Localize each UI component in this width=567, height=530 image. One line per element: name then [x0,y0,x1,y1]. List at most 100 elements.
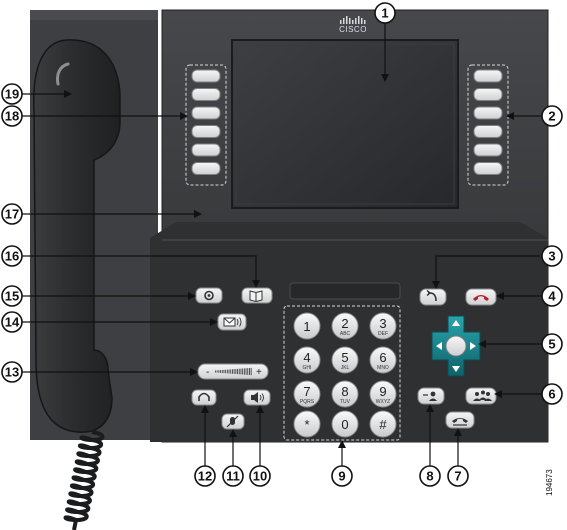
callout-number: 11 [226,469,240,484]
callout-15: 15 [1,285,23,307]
left-session-button-6[interactable] [191,162,221,175]
left-session-button-4[interactable] [191,125,221,138]
callout-10: 10 [249,465,271,487]
callout-5: 5 [541,333,563,355]
callout-number: 17 [5,207,19,222]
gear-icon [204,290,214,301]
keypad-digit: 0 [341,417,348,432]
right-session-button-4[interactable] [473,125,503,138]
left-session-button-1[interactable] [191,69,221,83]
keypad-digit: * [304,417,309,432]
contacts-button[interactable] [241,287,273,304]
keypad-digit: 3 [379,316,386,331]
right-session-button-2[interactable] [473,88,503,101]
hang-up-icon [473,295,489,301]
callout-number: 2 [548,109,555,124]
keypad-digit: 7 [303,384,310,399]
transfer-icon [430,391,436,397]
callout-6: 6 [541,383,563,405]
callout-number: 12 [198,469,212,484]
applications-button[interactable] [195,287,223,304]
callout-number: 15 [5,289,19,304]
right-session-button-1[interactable] [473,69,503,83]
callout-number: 16 [5,249,19,264]
back-button[interactable] [419,288,447,306]
callout-9: 9 [331,465,353,487]
right-session-button-6[interactable] [473,162,503,175]
nav-up-icon [452,320,460,326]
volume-minus: - [206,367,209,378]
keypad-key-1[interactable]: 1 [293,312,321,340]
headset-button[interactable] [191,389,217,406]
messages-button[interactable] [217,313,247,331]
select-button[interactable] [445,335,467,357]
callout-number: 13 [5,365,19,380]
mute-button[interactable] [221,413,245,430]
callout-1: 1 [374,2,396,24]
callout-4: 4 [541,285,563,307]
headset-icon [198,392,210,401]
keypad-key-0[interactable]: 0 [331,410,359,438]
right-session-button-3[interactable] [473,106,503,120]
keypad-key-hash[interactable]: # [369,410,397,438]
keypad-digit: 6 [379,350,386,365]
callout-7: 7 [447,465,469,487]
callout-19: 19 [1,83,23,105]
keypad-letters: TUV [340,399,351,405]
callout-number: 1 [381,6,388,21]
callout-number: 9 [338,469,345,484]
callout-number: 10 [253,469,267,484]
callout-number: 14 [5,315,20,330]
envelope-icon [223,317,236,327]
left-session-button-5[interactable] [191,143,221,157]
handset[interactable] [33,39,121,433]
navigation-pad[interactable] [431,315,481,377]
figure-number: 194673 [545,469,554,496]
nav-left-icon [436,342,442,350]
keypad-digit: 8 [341,384,348,399]
left-session-button-2[interactable] [191,88,221,101]
keypad-key-star[interactable]: * [293,410,321,438]
callout-number: 4 [548,289,556,304]
keypad-letters: PQRS [300,399,315,405]
end-call-button[interactable] [465,288,497,306]
transfer-button[interactable] [417,387,445,405]
callout-number: 8 [426,469,433,484]
conference-button[interactable] [465,387,497,405]
speaker-icon [251,392,258,403]
keypad-digit: 9 [379,384,386,399]
callout-14: 14 [1,311,23,333]
left-session-button-3[interactable] [191,106,221,120]
keypad-digit: 1 [303,319,310,334]
keypad-letters: WXYZ [376,399,390,405]
right-session-buttons [467,64,509,186]
right-session-button-5[interactable] [473,143,503,157]
keypad-letters: MNO [377,365,389,371]
hold-icon [452,418,468,423]
callout-16: 16 [1,245,23,267]
callout-11: 11 [222,465,244,487]
speaker-button[interactable] [243,389,271,406]
callout-18: 18 [1,105,23,127]
callout-8: 8 [419,465,441,487]
keypad-letters: JKL [341,365,350,371]
left-session-buttons [185,64,227,186]
keypad-letters: GHI [303,365,312,371]
volume-button[interactable]: - + [197,363,269,380]
callout-2: 2 [541,105,563,127]
callout-17: 17 [1,203,23,225]
callout-leaders [22,21,548,466]
hold-button[interactable] [445,411,475,429]
nav-right-icon [470,342,476,350]
